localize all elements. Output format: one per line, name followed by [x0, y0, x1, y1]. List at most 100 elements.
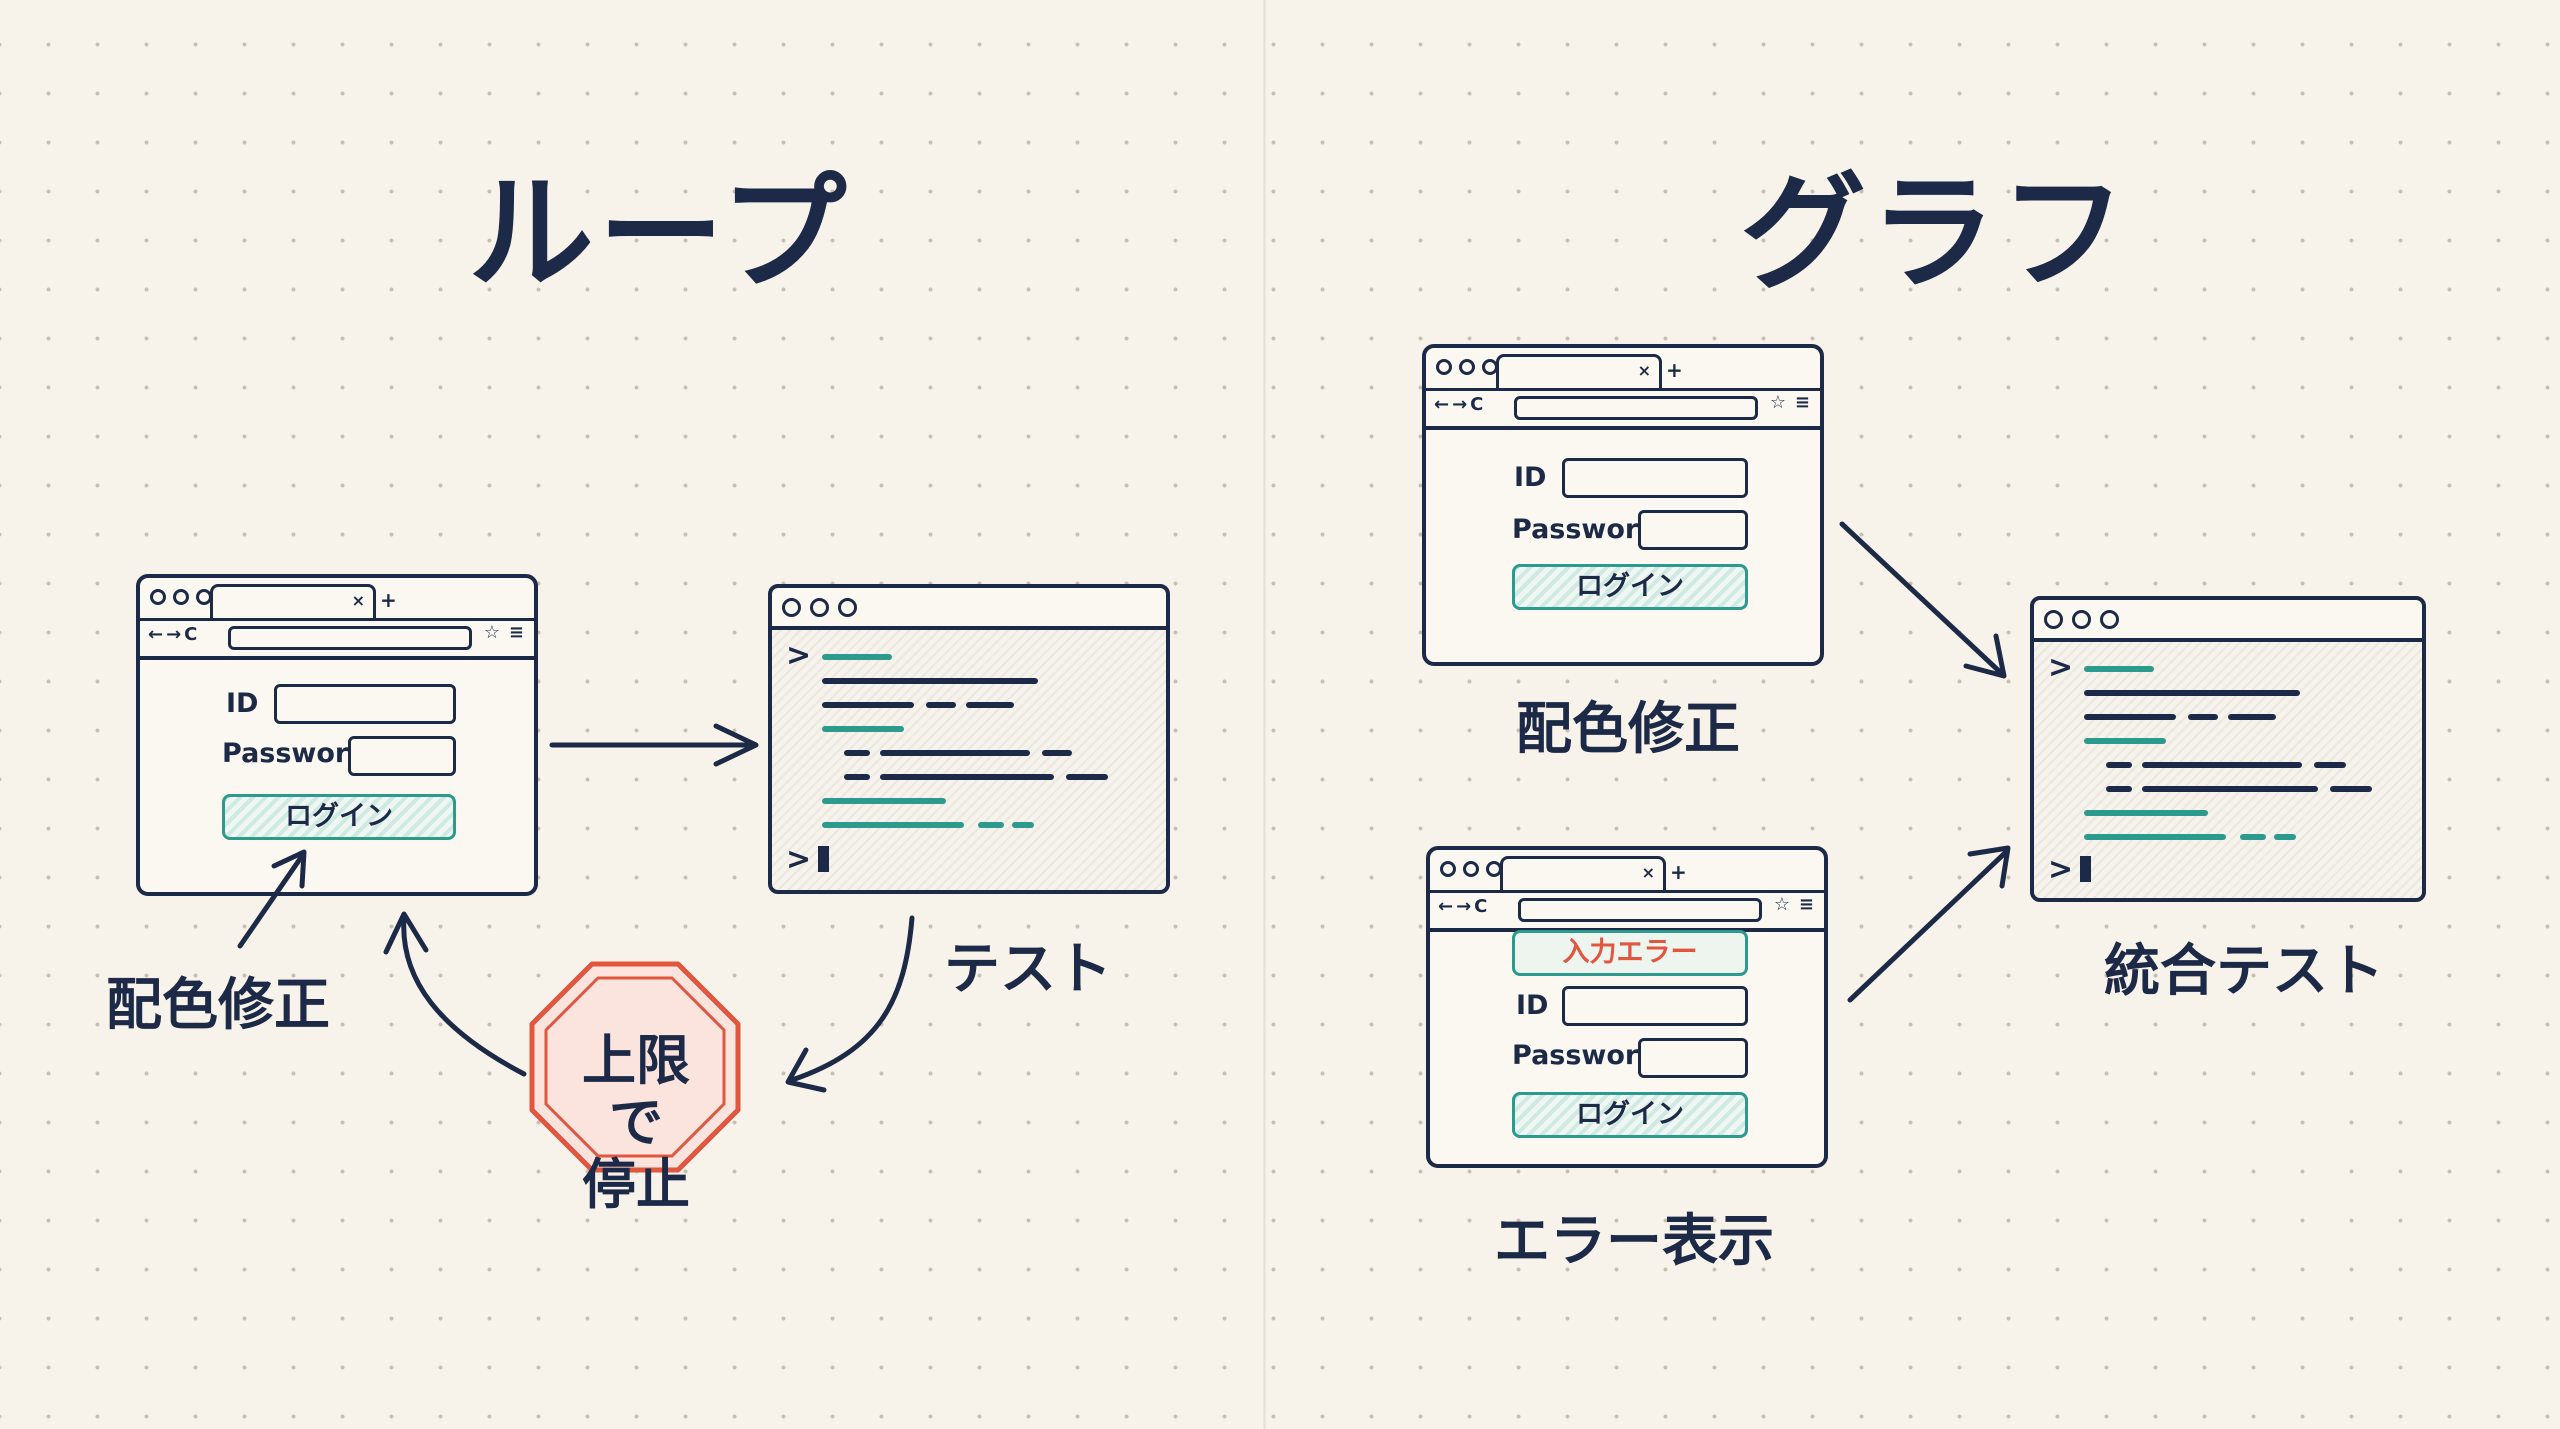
terminal-titlebar — [772, 588, 1166, 630]
stop-sign-line1: 上限で — [582, 1029, 690, 1154]
menu-icon: ≡ — [508, 622, 524, 643]
code-line — [2228, 714, 2276, 720]
code-line — [1066, 774, 1108, 780]
code-line — [2188, 714, 2218, 720]
window-dot-icon — [173, 589, 189, 605]
loop-color-fix-label: 配色修正 — [106, 973, 330, 1038]
code-line — [822, 822, 964, 828]
close-icon: × — [1637, 361, 1651, 380]
code-line — [2106, 786, 2132, 792]
password-label: Password — [1512, 514, 1658, 545]
prompt-icon: > — [2048, 650, 2074, 685]
code-line — [2142, 786, 2318, 792]
id-label: ID — [226, 688, 259, 719]
panel-divider — [1263, 0, 1266, 1429]
code-line — [2084, 810, 2208, 816]
code-line — [2240, 834, 2266, 840]
window-dot-icon — [1459, 359, 1475, 375]
browser-tab: × — [210, 584, 376, 621]
password-input — [348, 736, 456, 776]
code-line — [966, 702, 1014, 708]
window-titlebar: × + — [1426, 348, 1820, 391]
window-dot-icon — [810, 598, 829, 617]
code-line — [2084, 738, 2166, 744]
new-tab-icon: + — [1666, 358, 1683, 382]
graph-integration-terminal: > > — [2030, 596, 2426, 902]
menu-icon: ≡ — [1794, 392, 1810, 413]
prompt-icon: > — [786, 638, 812, 673]
code-line — [2106, 762, 2132, 768]
terminal-titlebar — [2034, 600, 2422, 642]
url-field — [1514, 396, 1758, 420]
code-line — [844, 774, 870, 780]
code-line — [1012, 822, 1034, 828]
id-input — [274, 684, 456, 724]
close-icon: × — [351, 591, 365, 610]
url-field — [1518, 898, 1762, 922]
code-line — [822, 702, 914, 708]
graph-error-window: × + ←→C ☆ ≡ 入力エラー ID Password ログイン — [1426, 846, 1828, 1168]
code-line — [2084, 714, 2176, 720]
navigation-icon: ←→C — [148, 624, 201, 645]
code-line — [2142, 762, 2302, 768]
prompt-icon: > — [786, 842, 812, 877]
id-label: ID — [1516, 990, 1549, 1021]
window-dot-icon — [2044, 610, 2063, 629]
code-line — [822, 798, 946, 804]
code-line — [2084, 666, 2154, 672]
code-line — [844, 750, 870, 756]
code-line — [822, 726, 904, 732]
code-line — [822, 654, 892, 660]
id-label: ID — [1514, 462, 1547, 493]
code-line — [2274, 834, 2296, 840]
password-input — [1638, 510, 1748, 550]
loop-test-label: テスト — [944, 937, 1112, 1002]
address-bar: ←→C ☆ ≡ — [1430, 890, 1824, 932]
login-button: ログイン — [1512, 1092, 1748, 1138]
new-tab-icon: + — [1670, 860, 1687, 884]
window-dot-icon — [2072, 610, 2091, 629]
graph-color-fix-window: × + ←→C ☆ ≡ ID Password ログイン — [1422, 344, 1824, 666]
star-icon: ☆ — [483, 622, 500, 643]
loop-login-window: × + ←→C ☆ ≡ ID Password ログイン — [136, 574, 538, 896]
password-label: Password — [222, 738, 368, 769]
code-line — [1042, 750, 1072, 756]
address-bar: ←→C ☆ ≡ — [140, 618, 534, 660]
stop-sign-text: 上限で 停止 — [556, 1030, 716, 1216]
menu-icon: ≡ — [1798, 894, 1814, 915]
close-icon: × — [1641, 863, 1655, 882]
id-input — [1562, 986, 1748, 1026]
code-line — [822, 678, 1038, 684]
code-line — [880, 774, 1054, 780]
error-message-banner: 入力エラー — [1512, 930, 1748, 976]
window-dot-icon — [1463, 861, 1479, 877]
window-dot-icon — [1440, 861, 1456, 877]
code-line — [880, 750, 1030, 756]
login-button: ログイン — [222, 794, 456, 840]
url-field — [228, 626, 472, 650]
password-input — [1638, 1038, 1748, 1078]
prompt-icon: > — [2048, 852, 2074, 887]
code-line — [978, 822, 1004, 828]
browser-tab: × — [1500, 856, 1666, 893]
graph-error-display-label: エラー表示 — [1494, 1209, 1774, 1274]
integration-test-label: 統合テスト — [2104, 939, 2384, 1004]
stop-sign-line2: 停止 — [582, 1153, 690, 1216]
window-dot-icon — [838, 598, 857, 617]
login-button: ログイン — [1512, 564, 1748, 610]
cursor-icon — [2080, 856, 2091, 882]
cursor-icon — [818, 846, 829, 872]
password-label: Password — [1512, 1040, 1658, 1071]
window-dot-icon — [150, 589, 166, 605]
code-line — [926, 702, 956, 708]
window-dot-icon — [2100, 610, 2119, 629]
new-tab-icon: + — [380, 588, 397, 612]
navigation-icon: ←→C — [1438, 896, 1491, 917]
heading-graph: グラフ — [1740, 160, 2130, 307]
window-titlebar: × + — [140, 578, 534, 621]
star-icon: ☆ — [1773, 894, 1790, 915]
code-line — [2330, 786, 2372, 792]
star-icon: ☆ — [1769, 392, 1786, 413]
window-titlebar: × + — [1430, 850, 1824, 893]
